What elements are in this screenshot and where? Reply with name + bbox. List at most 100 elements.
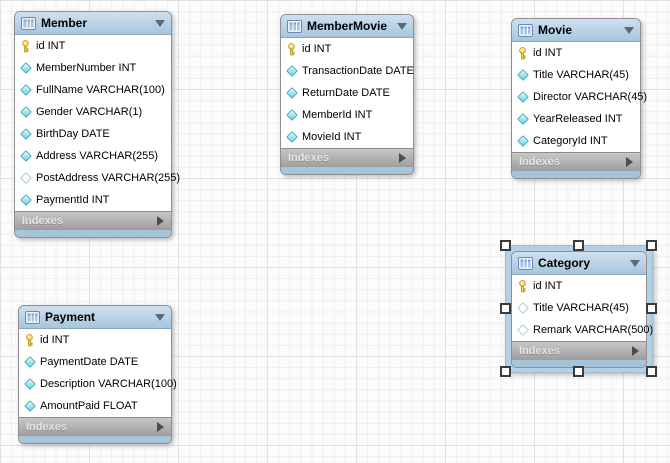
column-row[interactable]: Title VARCHAR(45) bbox=[512, 297, 646, 319]
column-diamond-icon bbox=[23, 400, 36, 413]
column-row[interactable]: FullName VARCHAR(100) bbox=[15, 79, 171, 101]
expand-triangle-icon[interactable] bbox=[157, 422, 164, 432]
selection-handle-ne[interactable] bbox=[645, 239, 657, 251]
column-diamond-icon bbox=[516, 69, 529, 82]
column-row[interactable]: TransactionDate DATE bbox=[281, 60, 414, 82]
selection-handle-se[interactable] bbox=[645, 365, 657, 377]
indexes-section[interactable]: Indexes bbox=[15, 211, 171, 230]
column-row[interactable]: id INT bbox=[512, 275, 646, 297]
column-row[interactable]: AmountPaid FLOAT bbox=[19, 395, 171, 417]
selection-handle-e[interactable] bbox=[645, 302, 657, 314]
indexes-label: Indexes bbox=[519, 155, 560, 168]
column-diamond-icon bbox=[19, 194, 32, 207]
column-diamond-icon bbox=[19, 84, 32, 97]
column-label: CategoryId INT bbox=[533, 134, 608, 147]
indexes-label: Indexes bbox=[26, 420, 67, 433]
column-diamond-icon bbox=[19, 106, 32, 119]
column-label: PaymentDate DATE bbox=[40, 355, 139, 368]
column-diamond-icon bbox=[285, 131, 298, 144]
primary-key-icon bbox=[517, 279, 528, 293]
indexes-section[interactable]: Indexes bbox=[512, 341, 646, 360]
column-label: ReturnDate DATE bbox=[302, 86, 390, 99]
table-payment[interactable]: Payment id INT PaymentDate DATE Description… bbox=[18, 305, 177, 444]
column-label: YearReleased INT bbox=[533, 112, 623, 125]
table-title: Member bbox=[41, 16, 88, 30]
column-diamond-icon bbox=[23, 378, 36, 391]
column-row[interactable]: Gender VARCHAR(1) bbox=[15, 101, 171, 123]
column-row[interactable]: PaymentDate DATE bbox=[19, 351, 171, 373]
table-title: Movie bbox=[538, 23, 573, 37]
column-label: TransactionDate DATE bbox=[302, 64, 414, 77]
column-row[interactable]: CategoryId INT bbox=[512, 130, 640, 152]
column-label: MovieId INT bbox=[302, 130, 362, 143]
column-row[interactable]: id INT bbox=[512, 42, 640, 64]
primary-key-icon bbox=[517, 46, 528, 60]
table-icon bbox=[21, 16, 36, 30]
column-diamond-icon bbox=[19, 62, 32, 75]
column-row[interactable]: BirthDay DATE bbox=[15, 123, 171, 145]
expand-triangle-icon[interactable] bbox=[399, 153, 406, 163]
collapse-triangle-icon[interactable] bbox=[397, 22, 407, 30]
column-row[interactable]: ReturnDate DATE bbox=[281, 82, 413, 104]
indexes-section[interactable]: Indexes bbox=[19, 417, 171, 436]
collapse-triangle-icon[interactable] bbox=[630, 259, 640, 267]
column-diamond-icon bbox=[516, 113, 529, 126]
table-header[interactable]: Movie bbox=[512, 19, 640, 42]
column-row[interactable]: Remark VARCHAR(500) bbox=[512, 319, 653, 341]
table-bottom-bar bbox=[512, 360, 646, 367]
column-label: Address VARCHAR(255) bbox=[36, 149, 159, 162]
collapse-triangle-icon[interactable] bbox=[624, 26, 634, 34]
column-row[interactable]: id INT bbox=[19, 329, 171, 351]
selection-handle-sw[interactable] bbox=[499, 365, 511, 377]
column-row[interactable]: MemberNumber INT bbox=[15, 57, 171, 79]
column-label: id INT bbox=[533, 279, 563, 292]
table-category[interactable]: Category id INT Title VARCHAR(45)Remark VA… bbox=[511, 251, 653, 368]
primary-key-icon bbox=[286, 42, 297, 56]
column-label: BirthDay DATE bbox=[36, 127, 110, 140]
indexes-section[interactable]: Indexes bbox=[281, 148, 413, 167]
table-header[interactable]: Member bbox=[15, 12, 171, 35]
column-row[interactable]: Address VARCHAR(255) bbox=[15, 145, 171, 167]
column-label: id INT bbox=[302, 42, 332, 55]
table-header[interactable]: MemberMovie bbox=[281, 15, 413, 38]
column-row[interactable]: Title VARCHAR(45) bbox=[512, 64, 640, 86]
table-title: Payment bbox=[45, 310, 96, 324]
column-row[interactable]: Director VARCHAR(45) bbox=[512, 86, 647, 108]
collapse-triangle-icon[interactable] bbox=[155, 313, 165, 321]
column-row[interactable]: YearReleased INT bbox=[512, 108, 640, 130]
expand-triangle-icon[interactable] bbox=[632, 346, 639, 356]
selection-handle-nw[interactable] bbox=[499, 239, 511, 251]
table-header[interactable]: Category bbox=[512, 252, 646, 275]
column-row[interactable]: Description VARCHAR(100) bbox=[19, 373, 177, 395]
column-row[interactable]: MemberId INT bbox=[281, 104, 413, 126]
column-diamond-hollow-icon bbox=[516, 302, 529, 315]
expand-triangle-icon[interactable] bbox=[157, 216, 164, 226]
column-row[interactable]: MovieId INT bbox=[281, 126, 413, 148]
indexes-label: Indexes bbox=[22, 214, 63, 227]
column-row[interactable]: id INT bbox=[15, 35, 171, 57]
column-row[interactable]: PostAddress VARCHAR(255) bbox=[15, 167, 180, 189]
column-label: PaymentId INT bbox=[36, 193, 110, 206]
table-icon bbox=[287, 19, 302, 33]
collapse-triangle-icon[interactable] bbox=[155, 19, 165, 27]
column-row[interactable]: PaymentId INT bbox=[15, 189, 171, 211]
table-icon bbox=[518, 23, 533, 37]
table-membermovie[interactable]: MemberMovie id INT TransactionDate DATE Ret… bbox=[280, 14, 414, 175]
column-row[interactable]: id INT bbox=[281, 38, 413, 60]
column-diamond-icon bbox=[285, 87, 298, 100]
table-header[interactable]: Payment bbox=[19, 306, 171, 329]
indexes-label: Indexes bbox=[519, 344, 560, 357]
column-diamond-hollow-icon bbox=[516, 324, 529, 337]
selection-handle-s[interactable] bbox=[572, 365, 584, 377]
column-diamond-icon bbox=[23, 356, 36, 369]
expand-triangle-icon[interactable] bbox=[626, 157, 633, 167]
selection-handle-w[interactable] bbox=[499, 302, 511, 314]
indexes-section[interactable]: Indexes bbox=[512, 152, 640, 171]
table-bottom-bar bbox=[512, 171, 640, 178]
selection-handle-n[interactable] bbox=[572, 239, 584, 251]
indexes-label: Indexes bbox=[288, 151, 329, 164]
table-title: Category bbox=[538, 256, 591, 270]
